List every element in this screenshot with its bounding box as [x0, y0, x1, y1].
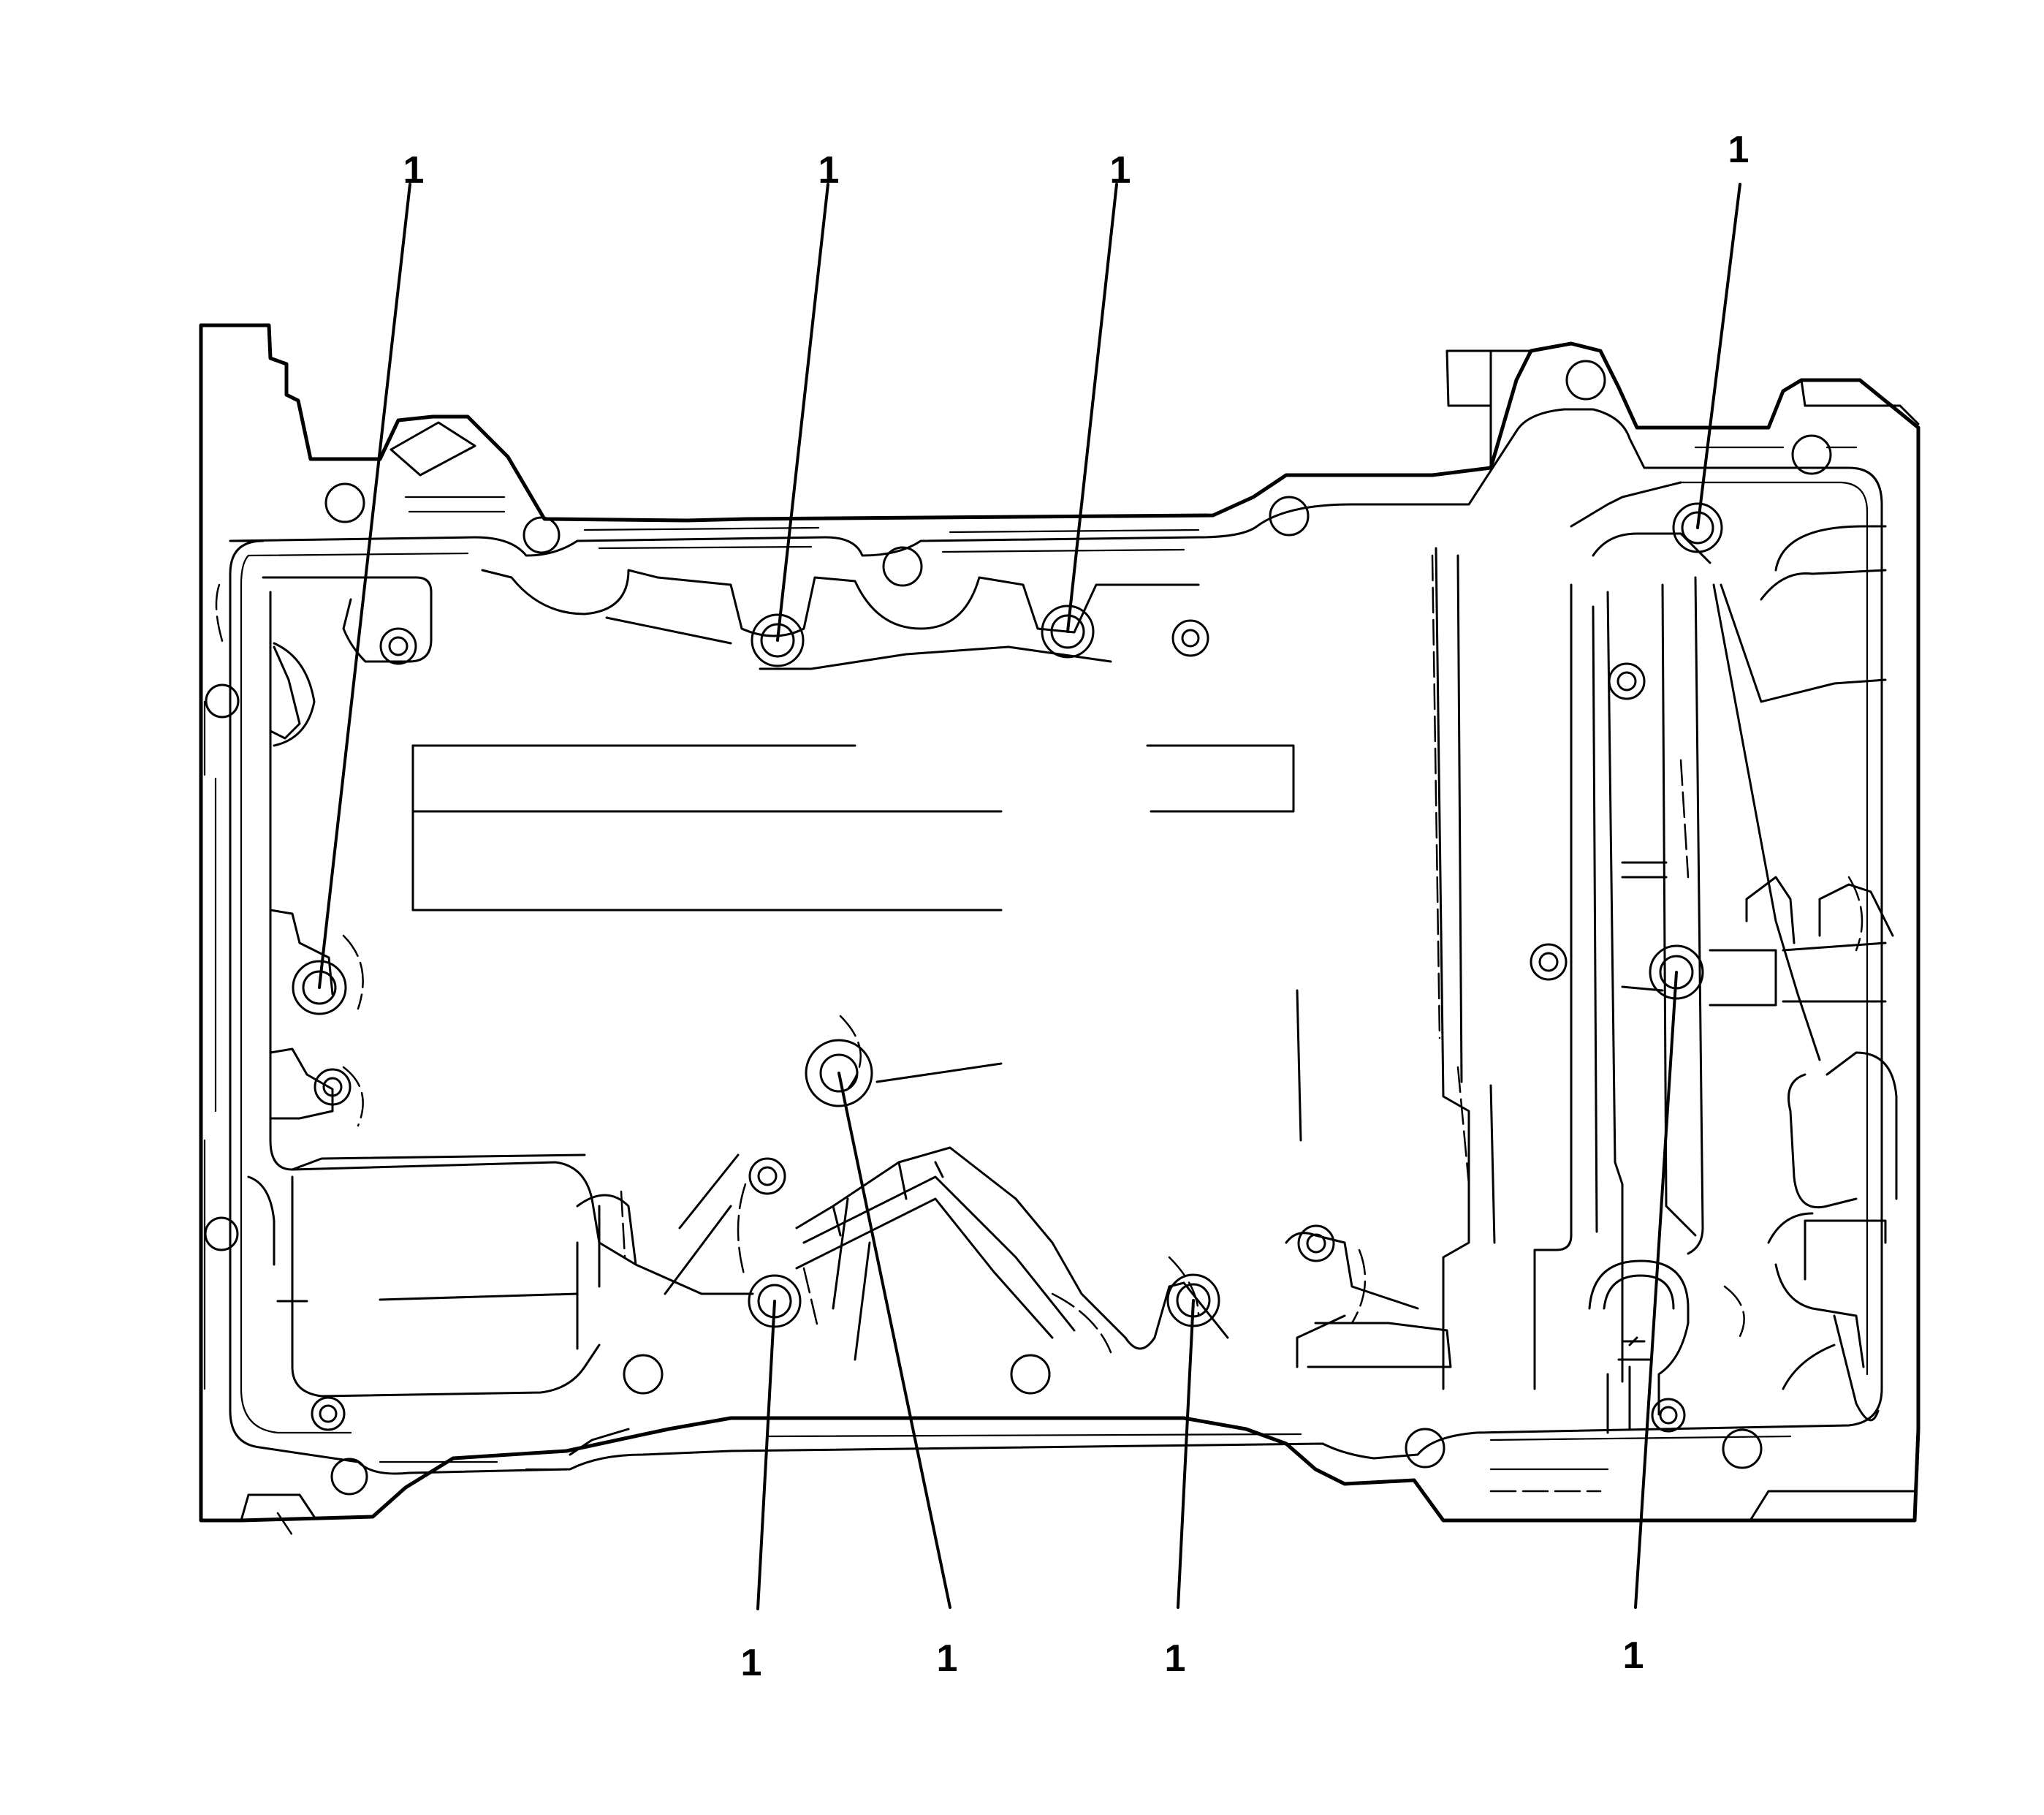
bolt-top-right — [1672, 502, 1723, 553]
callout-leaders — [318, 183, 1741, 1610]
oil-pan-outline — [199, 323, 1920, 1523]
bolts — [292, 502, 1723, 1328]
leader-c7 — [1177, 1299, 1195, 1609]
callout-label: 1 — [1623, 1634, 1644, 1677]
bolt-top-center — [1041, 605, 1095, 659]
callout-label: 1 — [818, 149, 840, 192]
callout-label: 1 — [1165, 1637, 1186, 1680]
other-fasteners — [311, 619, 1686, 1433]
leader-c4 — [1696, 183, 1741, 529]
leader-c3 — [1066, 183, 1118, 633]
leader-c5 — [756, 1300, 776, 1610]
callout-label: 1 — [1728, 129, 1749, 171]
leader-c6 — [837, 1072, 951, 1609]
callout-labels: 1 1 1 1 1 1 1 1 — [403, 129, 1749, 1684]
hidden-lines — [215, 554, 1863, 1537]
inner-sump-walls — [247, 481, 1898, 1434]
bolt-left-side — [292, 960, 347, 1015]
callout-label: 1 — [937, 1637, 958, 1680]
leader-c2 — [776, 183, 829, 642]
gasket-flange — [203, 408, 1883, 1475]
flange-holes — [204, 360, 1832, 1496]
bolt-top-left — [751, 613, 805, 667]
callout-label: 1 — [1110, 149, 1131, 192]
leader-c8 — [1634, 971, 1678, 1609]
callout-label: 1 — [741, 1642, 762, 1684]
leader-c1 — [318, 183, 411, 989]
bolt-center — [805, 1039, 873, 1107]
callout-label: 1 — [403, 149, 425, 192]
